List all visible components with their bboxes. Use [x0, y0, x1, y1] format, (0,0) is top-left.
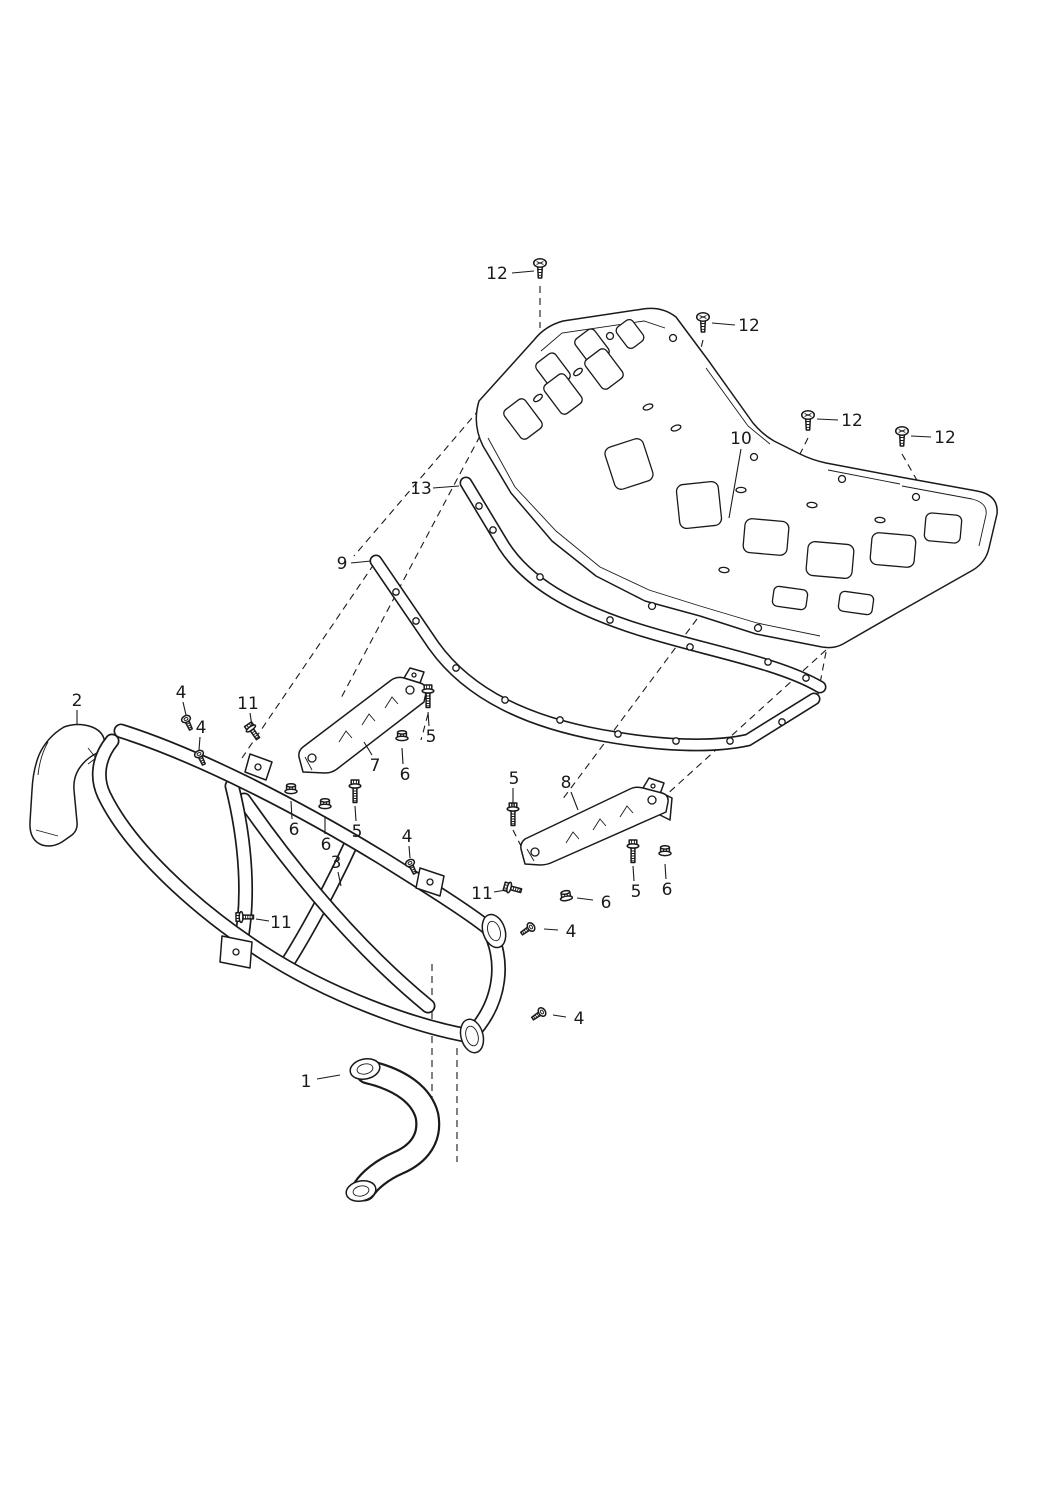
callout-label-1-28: 1 — [301, 1072, 312, 1092]
callout-label-6-14: 6 — [289, 820, 300, 840]
bolt-11-3 — [502, 880, 524, 897]
nut-6-4 — [558, 888, 574, 903]
bolt-5-2 — [348, 779, 362, 804]
callout-label-4-8: 4 — [176, 683, 187, 703]
callout-leader-3-24 — [337, 871, 342, 887]
callout-leader-6-23 — [664, 863, 667, 880]
callout-label-9-6: 9 — [337, 554, 348, 574]
callout-label-2-7: 2 — [72, 691, 83, 711]
callout-leader-5-22 — [632, 865, 635, 882]
callout-leader-8-18 — [570, 791, 579, 811]
callout-leader-6-21 — [576, 897, 594, 901]
callout-leader-13-5 — [432, 485, 460, 489]
callout-leader-9-6 — [350, 560, 372, 564]
callout-label-4-26: 4 — [566, 922, 577, 942]
callout-leader-5-11 — [427, 711, 430, 727]
part-8-mount-bracket — [520, 777, 673, 866]
callout-label-5-16: 5 — [352, 822, 363, 842]
bolt-5-4 — [626, 839, 640, 864]
callout-label-13-5: 13 — [410, 479, 432, 499]
nut-6-1 — [284, 782, 298, 795]
screw-12-1 — [532, 257, 548, 279]
callout-leader-7-13 — [363, 741, 373, 756]
screw-4-1 — [179, 713, 196, 733]
callout-label-11-10: 11 — [237, 694, 259, 714]
callout-label-12-1: 12 — [738, 316, 760, 336]
callout-label-6-15: 6 — [321, 835, 332, 855]
callout-label-6-23: 6 — [662, 880, 673, 900]
callout-leader-11-20 — [493, 889, 507, 893]
callout-leader-11-10 — [249, 712, 253, 727]
callout-leader-4-19 — [408, 845, 411, 859]
callout-label-6-12: 6 — [400, 765, 411, 785]
callout-leader-12-3 — [910, 435, 932, 438]
callout-label-11-25: 11 — [270, 913, 292, 933]
callout-leader-11-25 — [255, 918, 270, 922]
callout-leader-6-14 — [290, 800, 293, 820]
part-10-rack-plate — [475, 307, 998, 649]
callout-label-12-3: 12 — [934, 428, 956, 448]
callout-label-4-9: 4 — [196, 718, 207, 738]
callout-leader-4-26 — [543, 928, 559, 931]
nut-6-2 — [318, 797, 332, 810]
bolt-11-1 — [242, 720, 264, 743]
callout-label-4-27: 4 — [574, 1009, 585, 1029]
nut-6-3 — [395, 729, 409, 742]
nut-6-5 — [658, 844, 672, 857]
callout-leader-4-8 — [182, 701, 187, 716]
screw-4-5 — [529, 1005, 549, 1024]
part-2-corner-bracket — [29, 723, 106, 847]
callout-leader-4-27 — [552, 1014, 567, 1018]
callout-label-3-24: 3 — [331, 853, 342, 873]
callout-label-4-19: 4 — [402, 827, 413, 847]
part-1-lower-bracket — [345, 1057, 441, 1203]
screw-12-2 — [695, 311, 711, 333]
callout-label-6-21: 6 — [601, 893, 612, 913]
callout-leader-1-28 — [316, 1074, 341, 1080]
callout-label-8-18: 8 — [561, 773, 572, 793]
callout-label-7-13: 7 — [370, 756, 381, 776]
callout-label-11-20: 11 — [471, 884, 493, 904]
callout-label-12-0: 12 — [486, 264, 508, 284]
callout-label-12-2: 12 — [841, 411, 863, 431]
part-7-mount-bracket — [298, 667, 427, 774]
callout-leader-6-12 — [401, 747, 404, 765]
callout-leader-5-16 — [354, 805, 357, 822]
screw-4-4 — [518, 920, 538, 939]
callout-leader-12-1 — [711, 322, 736, 326]
part-13-support-rail — [459, 476, 827, 694]
callout-label-5-22: 5 — [631, 882, 642, 902]
callout-leader-12-0 — [511, 270, 535, 274]
screw-12-3 — [800, 409, 816, 431]
callout-label-5-17: 5 — [509, 769, 520, 789]
callout-label-10-4: 10 — [730, 429, 752, 449]
screw-12-4 — [894, 425, 910, 447]
part-3-bumper-frame — [91, 723, 507, 1054]
part-9-support-rail — [369, 554, 821, 752]
callout-leader-12-2 — [816, 418, 839, 421]
callout-leader-4-9 — [198, 736, 201, 751]
callout-leader-10-4 — [728, 448, 742, 519]
bolt-5-3 — [506, 802, 520, 827]
callout-label-5-11: 5 — [426, 727, 437, 747]
